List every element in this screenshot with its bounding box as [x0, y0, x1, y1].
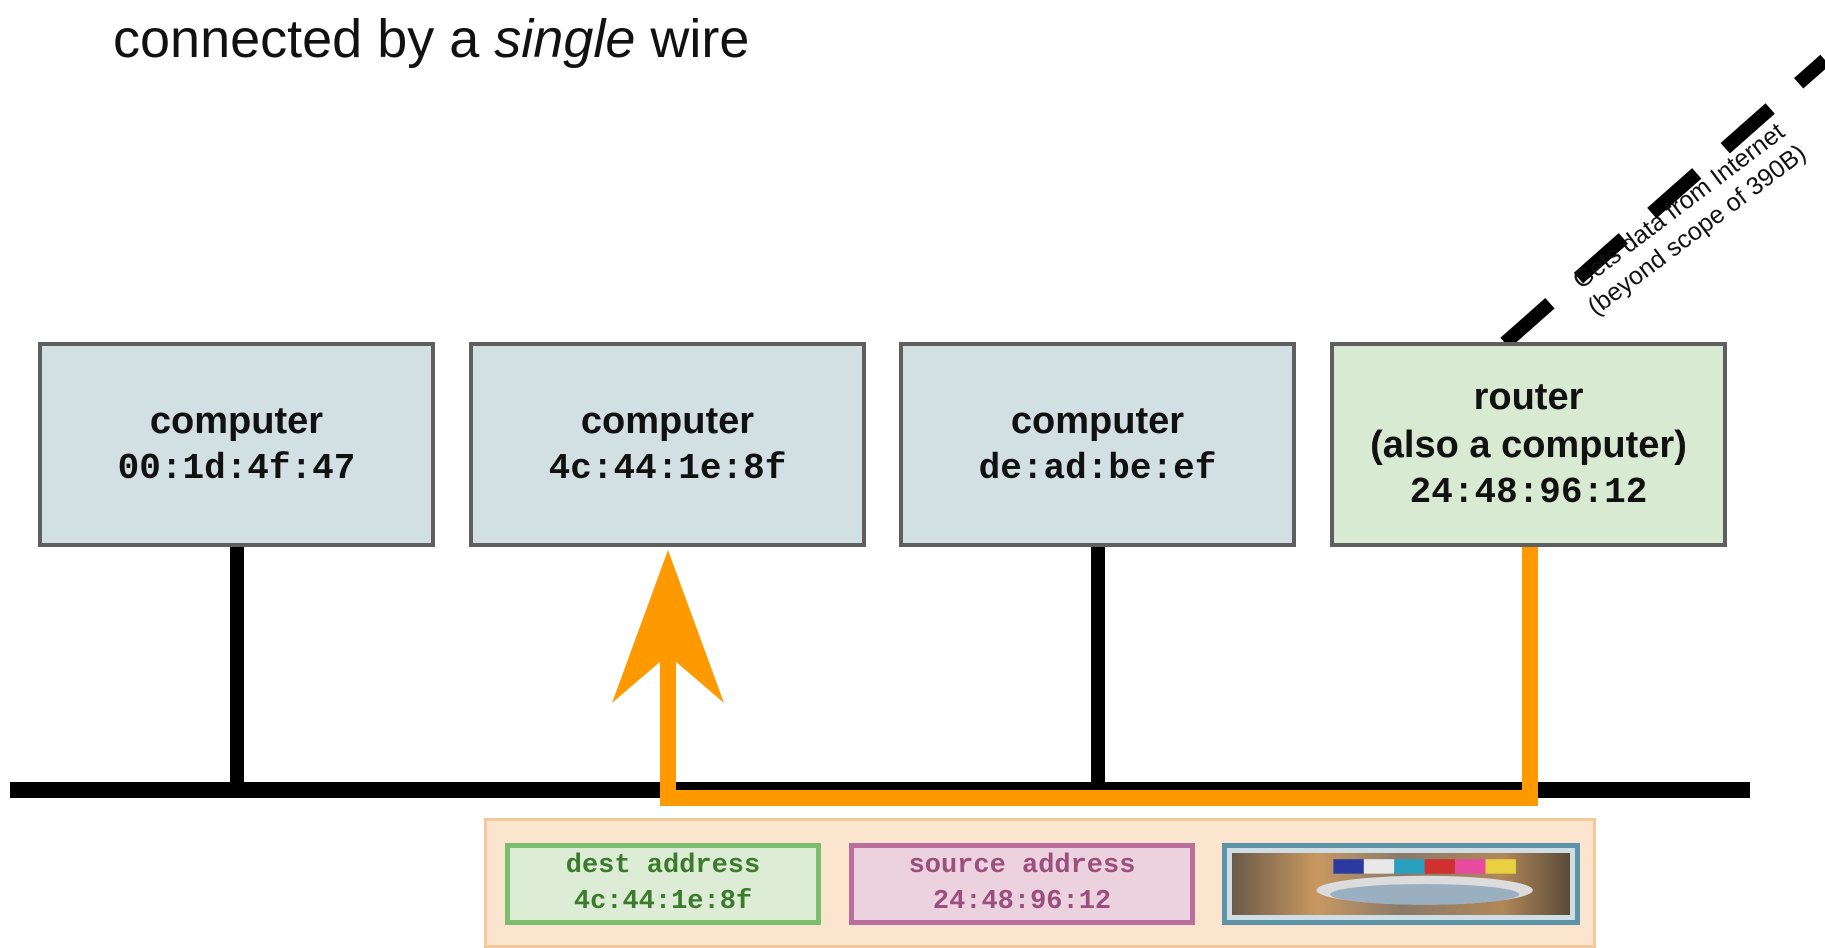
computer-node-2: computer 4c:44:1e:8f: [469, 342, 866, 547]
title-suffix: wire: [650, 9, 750, 69]
arrow-up-icon: [612, 550, 724, 703]
source-address-value: 24:48:96:12: [932, 887, 1112, 917]
node-kind: computer: [1010, 399, 1185, 442]
internet-link: [1500, 54, 1825, 349]
packet-frame: dest address 4c:44:1e:8f source address …: [484, 818, 1596, 948]
mac-address: 00:1d:4f:47: [117, 447, 356, 489]
node-kind: computer: [580, 399, 755, 442]
title-emphasis: single: [494, 9, 636, 69]
node-kind: router: [1473, 375, 1584, 418]
dest-address-value: 4c:44:1e:8f: [573, 887, 753, 917]
photo-thumbnail-icon: [1232, 853, 1570, 915]
page-title: connected by a single wire: [113, 8, 749, 70]
computer-node-1: computer 00:1d:4f:47: [38, 342, 435, 547]
computer-node-3: computer de:ad:be:ef: [899, 342, 1296, 547]
mac-address: 24:48:96:12: [1409, 471, 1648, 513]
mac-address: 4c:44:1e:8f: [548, 447, 787, 489]
node-kind: computer: [149, 399, 324, 442]
title-prefix: connected by a: [113, 9, 480, 69]
mac-address: de:ad:be:ef: [978, 447, 1217, 489]
payload-field: [1222, 843, 1580, 925]
source-address-label: source address: [908, 851, 1136, 881]
source-address-field: source address 24:48:96:12: [849, 843, 1195, 925]
dest-address-field: dest address 4c:44:1e:8f: [505, 843, 821, 925]
signal-path: [660, 547, 1538, 806]
router-node: router (also a computer) 24:48:96:12: [1330, 342, 1727, 547]
dest-address-label: dest address: [565, 851, 761, 881]
node-kind-note: (also a computer): [1370, 423, 1687, 466]
